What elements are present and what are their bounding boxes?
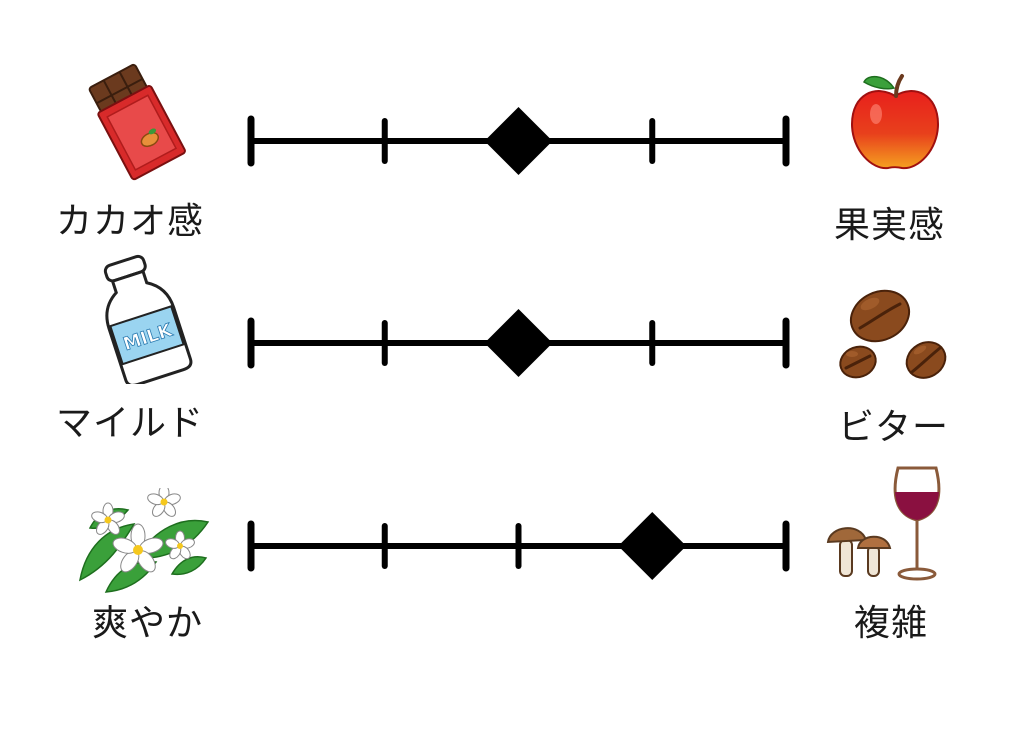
diamond-marker [484,107,553,175]
mushroom-wine-icon [826,466,941,581]
apple-icon [850,74,940,170]
right-label-row3: 複雑 [854,603,929,644]
right-label-row1: 果実感 [834,205,946,246]
diamond-marker [618,512,687,580]
left-label-row2: マイルド [56,403,205,444]
left-label-row3: 爽やか [92,603,204,644]
white-flowers-icon [78,488,210,593]
coffee-beans-icon [839,289,947,379]
scale-row-1 [247,107,790,175]
scale-row-3 [247,512,790,580]
scale-row-2 [247,309,790,377]
left-label-row1: カカオ感 [56,201,205,242]
diamond-marker [484,309,553,377]
right-label-row2: ビター [838,407,950,448]
milk-bottle-icon: MILK [103,254,193,384]
chocolate-bar-icon [88,63,186,181]
